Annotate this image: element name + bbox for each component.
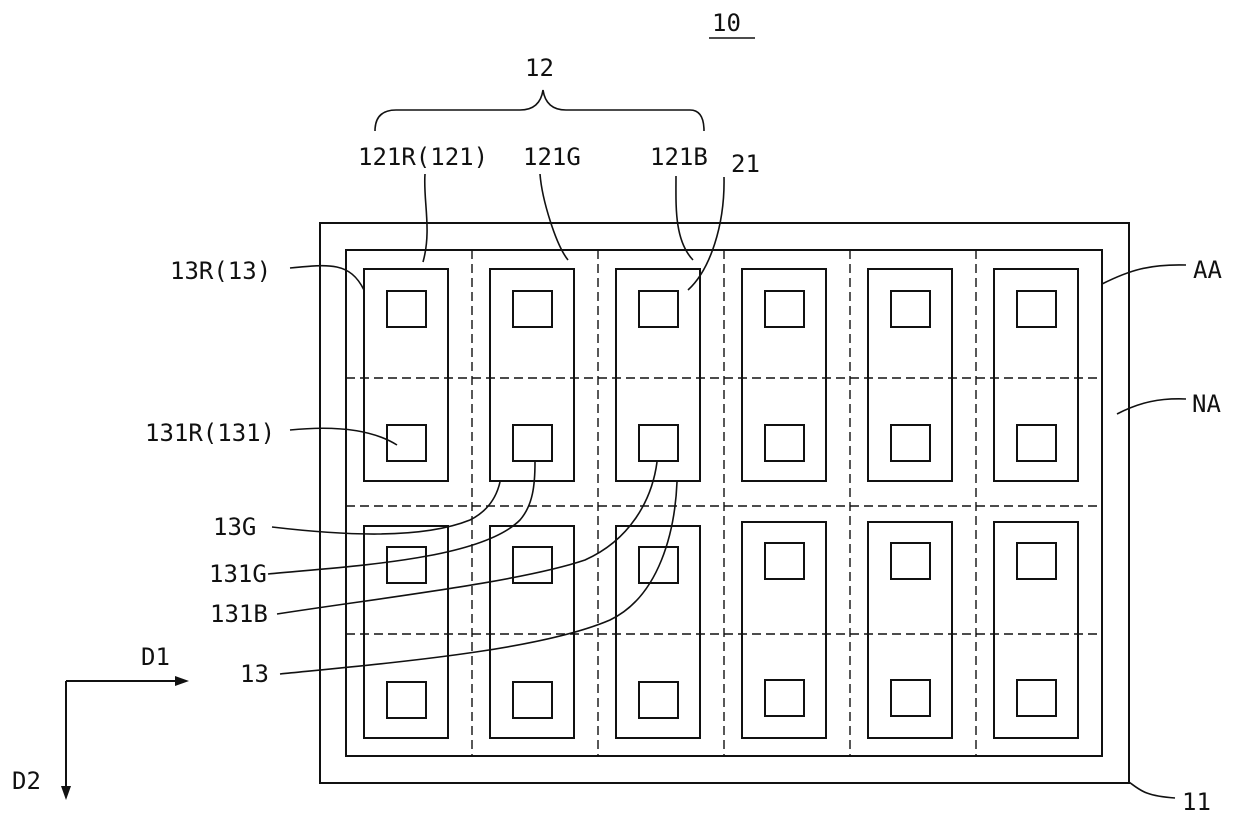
column-label-blue: 121B: [650, 143, 708, 171]
leader-21: [688, 177, 724, 290]
pixel-frame: [490, 526, 574, 738]
axis-label-d1: D1: [141, 643, 170, 671]
subpixel-square: [639, 291, 678, 327]
figure-number: 10: [712, 9, 741, 37]
pixel-frame: [994, 269, 1078, 481]
subpixel-square: [513, 547, 552, 583]
axis-label-d2: D2: [12, 767, 41, 795]
callout-label-131B: 131B: [210, 600, 268, 628]
pixel-frame-13B: [616, 269, 700, 481]
subpixel-square: [765, 680, 804, 716]
callout-label-13: 13: [240, 660, 269, 688]
subpixel-square: [891, 543, 930, 579]
leader-131R: [290, 428, 397, 445]
pixel-frame: [994, 522, 1078, 738]
leader-131G: [268, 462, 535, 574]
leader-131B: [277, 462, 657, 614]
pixel-frame: [868, 269, 952, 481]
subpixel-square: [513, 682, 552, 718]
subpixel-square: [387, 547, 426, 583]
leader-lines: [268, 174, 1186, 798]
subpixel-square: [639, 682, 678, 718]
axis-d1-arrowhead: [175, 676, 189, 686]
subpixel-square: [891, 680, 930, 716]
callout-label-13R: 13R(13): [170, 257, 271, 285]
leader-11: [1129, 782, 1175, 798]
callout-label-131R: 131R(131): [145, 419, 275, 447]
leader-13R: [290, 266, 364, 290]
subpixel-square: [765, 543, 804, 579]
pixel-grid-dashes: [346, 250, 1102, 756]
pixel-frame-13G: [490, 269, 574, 481]
callout-label-AA: AA: [1193, 256, 1222, 284]
subpixel-square: [765, 425, 804, 461]
subpixel-square: [891, 425, 930, 461]
leader-13: [280, 482, 677, 674]
pixel-frame: [742, 522, 826, 738]
callout-label-131G: 131G: [209, 560, 267, 588]
leader-121R: [423, 174, 427, 262]
pixel-frame: [868, 522, 952, 738]
pixel-frame: [742, 269, 826, 481]
leader-121B: [676, 176, 693, 260]
subpixel-square: [387, 682, 426, 718]
column-label-green: 121G: [523, 143, 581, 171]
subpixel-square: [513, 291, 552, 327]
subpixel-squares: [387, 291, 1056, 718]
pixel-frame: [616, 526, 700, 738]
leader-NA: [1117, 399, 1186, 414]
subpixel-square: [387, 291, 426, 327]
callout-label-11: 11: [1182, 788, 1211, 816]
axis-d2-arrowhead: [61, 786, 71, 800]
callout-label-21: 21: [731, 150, 760, 178]
subpixel-square: [765, 291, 804, 327]
bottom-frames: [364, 522, 1078, 738]
subpixel-square: [891, 291, 930, 327]
subpixel-square: [639, 547, 678, 583]
subpixel-square: [1017, 680, 1056, 716]
column-label-red: 121R(121): [358, 143, 488, 171]
group-brace: [375, 90, 704, 131]
top-frames: [364, 269, 1078, 481]
leader-AA: [1102, 265, 1186, 284]
leader-121G: [540, 174, 568, 260]
callout-label-NA: NA: [1192, 390, 1221, 418]
subpixel-square: [639, 425, 678, 461]
group-label-12: 12: [525, 54, 554, 82]
pixel-frame: [364, 526, 448, 738]
pixel-frame-13R: [364, 269, 448, 481]
subpixel-square: [1017, 291, 1056, 327]
subpixel-square: [1017, 543, 1056, 579]
subpixel-square: [1017, 425, 1056, 461]
subpixel-square: [513, 425, 552, 461]
callout-label-13G: 13G: [213, 513, 256, 541]
